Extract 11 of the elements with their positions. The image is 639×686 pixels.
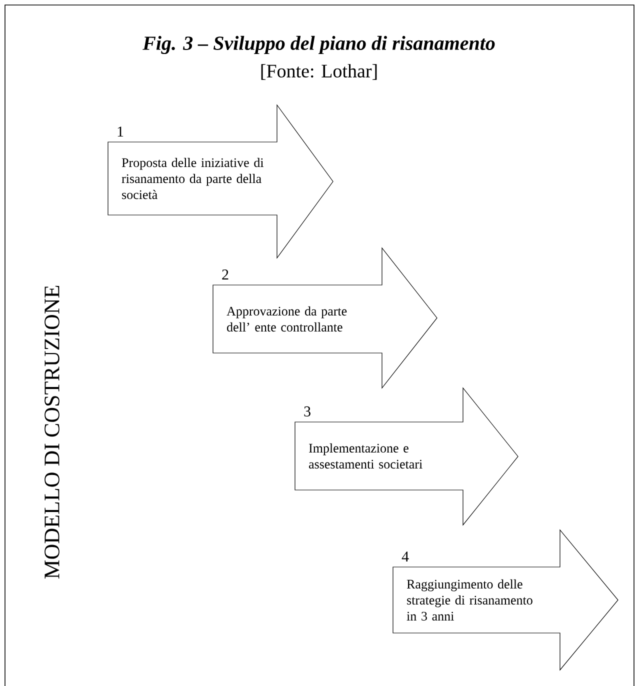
- step-number: 1: [118, 126, 124, 136]
- node-label: Proposta delle iniziative di risanamento da parte della società: [122, 158, 264, 200]
- step-number: 2: [222, 270, 228, 280]
- vertical-label: MODELLO DI COSTRUZIONE: [44, 286, 60, 579]
- node-label: Raggiungimento delle strategie di risanamento in 3 anni: [406, 579, 532, 621]
- step-number: 3: [304, 406, 310, 416]
- node-label: Approvazione da parte dell’ ente controllante: [226, 306, 347, 332]
- node-label: Implementazione e assestamenti societari: [308, 443, 422, 469]
- title: Fig. 3 – Sviluppo del piano di risanamento: [142, 36, 495, 54]
- step-number: 4: [402, 552, 409, 562]
- source-note: [Fonte: Lothar]: [261, 64, 377, 80]
